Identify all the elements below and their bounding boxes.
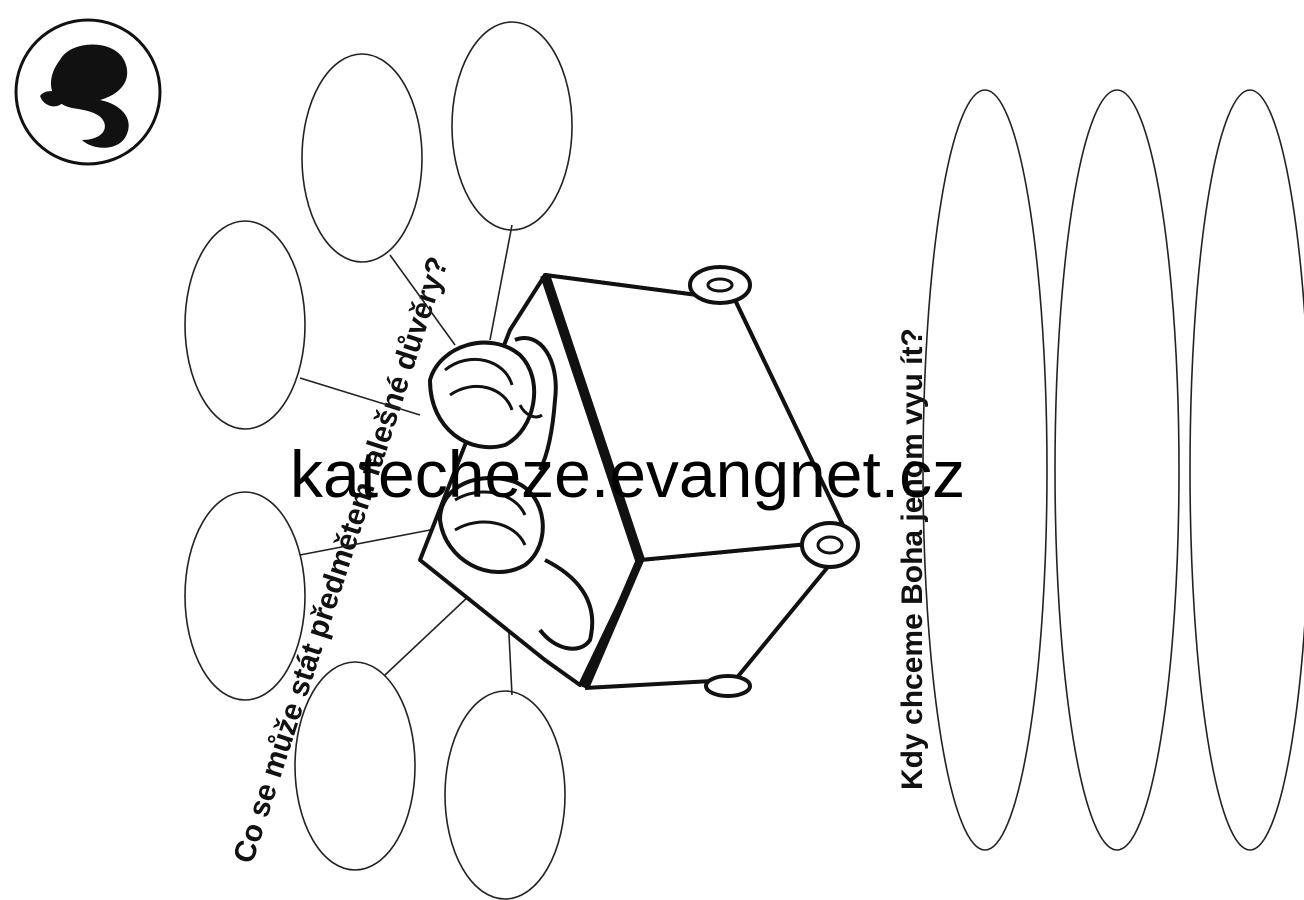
answer-ellipse-3[interactable] <box>184 220 306 430</box>
connector-lines <box>299 224 513 696</box>
answer-ellipse-5[interactable] <box>294 661 416 871</box>
answer-ellipses-right <box>922 89 1304 851</box>
answer-ellipse-2[interactable] <box>451 21 573 231</box>
stylized-s-logo-icon <box>14 18 162 166</box>
answer-ellipse-7[interactable] <box>922 89 1048 851</box>
answer-ellipse-1[interactable] <box>301 53 423 263</box>
answer-ellipse-8[interactable] <box>1054 89 1180 851</box>
watermark: katecheze.evangnet.cz <box>290 437 965 511</box>
answer-ellipse-6[interactable] <box>444 690 566 900</box>
answer-ellipses-left <box>184 21 573 900</box>
answer-ellipse-9[interactable] <box>1189 89 1304 851</box>
person-on-bed-icon <box>418 265 860 698</box>
answer-ellipse-4[interactable] <box>184 491 306 701</box>
